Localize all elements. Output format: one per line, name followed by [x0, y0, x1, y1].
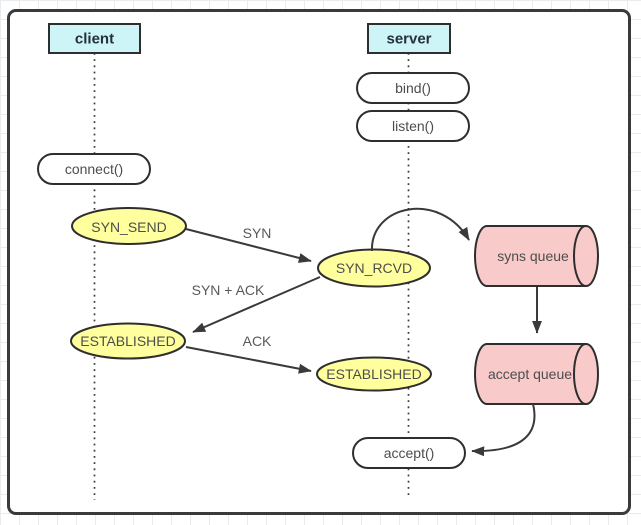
syn-ack-arrow[interactable] [192, 276, 321, 333]
connect-call-label: connect() [64, 161, 124, 177]
listen-call-pill[interactable] [356, 110, 470, 142]
established-server-state-ellipse[interactable] [316, 356, 432, 392]
established-client-state-ellipse[interactable] [70, 322, 186, 360]
accept-queue-to-accept-arrow[interactable] [471, 403, 536, 457]
bind-call-label: bind() [395, 80, 431, 96]
syns-queue-label: syns queue [497, 248, 569, 264]
established-client-state-label: ESTABLISHED [80, 333, 176, 349]
server-actor-label: server [386, 30, 432, 48]
syn-rcvd-state-label: SYN_RCVD [335, 260, 413, 276]
syns-queue-cap [573, 225, 599, 287]
syn-send-state-ellipse[interactable] [71, 207, 187, 245]
connect-call-pill[interactable] [37, 153, 151, 185]
syns-queue-cylinder[interactable] [474, 225, 599, 287]
accept-queue-label: accept queue [487, 366, 573, 382]
accept-call-label: accept() [383, 445, 435, 461]
client-actor-box[interactable] [48, 23, 141, 54]
established-server-state-label: ESTABLISHED [326, 366, 422, 382]
syn-message-label[interactable]: SYN [242, 225, 272, 241]
accept-call-pill[interactable] [352, 437, 466, 469]
syn-ack-message-label[interactable]: SYN + ACK [191, 282, 265, 298]
bind-call-pill[interactable] [356, 72, 470, 104]
syn-arrow[interactable] [185, 228, 312, 263]
accept-queue-cylinder[interactable] [474, 343, 599, 405]
syn-send-state-label: SYN_SEND [91, 219, 167, 235]
syn-rcvd-state-ellipse[interactable] [317, 248, 431, 288]
client-actor-label: client [74, 30, 115, 48]
syn-rcvd-to-syns-queue-arrow[interactable] [370, 207, 470, 252]
accept-queue-body [474, 343, 586, 405]
ack-arrow[interactable] [185, 346, 312, 374]
server-actor-box[interactable] [367, 23, 451, 54]
listen-call-label: listen() [391, 118, 435, 134]
syns-queue-body [474, 225, 586, 287]
ack-message-label[interactable]: ACK [242, 333, 272, 349]
accept-queue-cap [573, 343, 599, 405]
